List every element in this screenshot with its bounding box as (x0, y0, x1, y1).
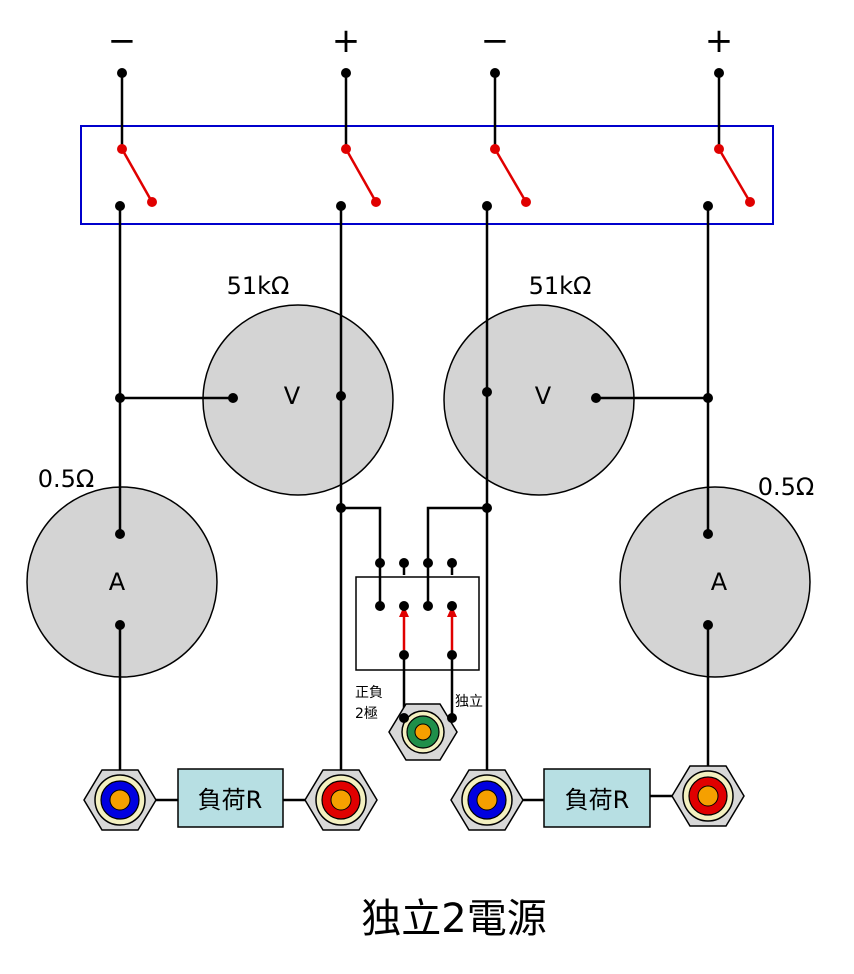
terminal-plus-2: + (705, 21, 734, 61)
ammeter-right-resistance: 0.5Ω (758, 473, 815, 501)
voltmeter-left (202, 304, 394, 496)
ammeter-left-symbol: A (109, 568, 126, 596)
ammeter-right-symbol: A (711, 568, 728, 596)
ammeter-right (619, 486, 811, 678)
power-switch-box (80, 125, 774, 225)
mode-label-dual-polarity-1: 正負 (355, 685, 383, 701)
voltmeter-right-resistance: 51kΩ (529, 272, 592, 300)
terminal-plus-1: + (332, 21, 361, 61)
jack-red-right (671, 765, 745, 827)
terminal-minus-1: − (108, 21, 137, 61)
diagram-title: 独立2電源 (361, 896, 546, 942)
mode-label-dual-polarity-2: 2極 (355, 706, 378, 722)
green-jack (388, 703, 458, 761)
load-box-left (177, 768, 284, 828)
switch-input-wires (120, 73, 721, 149)
ammeter-left-resistance: 0.5Ω (38, 465, 95, 493)
jack-blue-right (450, 769, 524, 831)
main-wires (118, 206, 710, 796)
mode-label-independent: 独立 (455, 694, 483, 710)
ammeter-left (26, 486, 218, 678)
jack-blue-left (83, 769, 157, 831)
terminal-dots (117, 68, 724, 78)
junction-dots (115, 201, 713, 630)
load-label-right: 負荷R (565, 786, 630, 814)
load-label-left: 負荷R (198, 786, 263, 814)
voltmeter-left-resistance: 51kΩ (227, 272, 290, 300)
voltmeter-right-symbol: V (535, 382, 552, 410)
mode-selector-switch (355, 558, 480, 722)
voltmeter-left-symbol: V (284, 382, 301, 410)
switch-blades (117, 144, 755, 207)
load-box-right (543, 768, 651, 828)
voltmeter-right (443, 304, 635, 496)
jack-red-left (304, 769, 378, 831)
terminal-minus-2: − (481, 21, 510, 61)
